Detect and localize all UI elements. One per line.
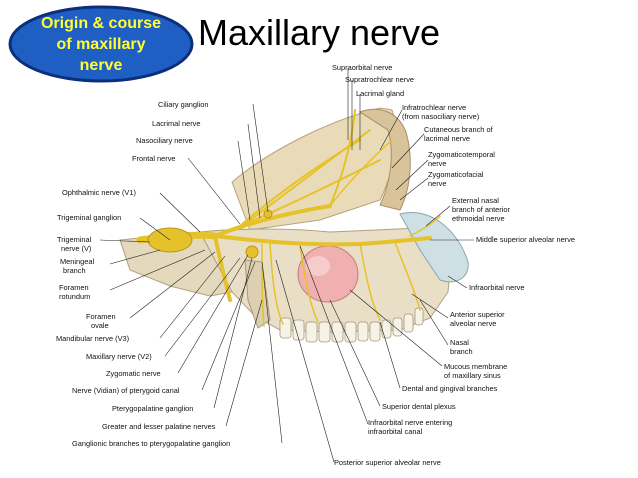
label-foramen-ovale-2: ovale xyxy=(91,321,109,330)
badge-ellipse xyxy=(8,5,194,83)
label-trigeminal-nerve-1: Trigeminal xyxy=(57,235,92,244)
label-middle-superior-alveolar: Middle superior alveolar nerve xyxy=(476,235,576,244)
label-pterygopalatine-ganglion: Pterygopalatine ganglion xyxy=(112,404,194,413)
label-supraorbital-nerve: Supraorbital nerve xyxy=(332,63,393,72)
badge-line-2: of maxillary xyxy=(56,35,146,53)
badge-text: Origin & course of maxillary nerve xyxy=(7,4,195,84)
leader-lines xyxy=(99,68,474,463)
label-nasal-branch-2: branch xyxy=(450,347,473,356)
label-superior-dental-plexus: Superior dental plexus xyxy=(382,402,456,411)
nose xyxy=(399,212,469,283)
label-posterior-superior-alveolar: Posterior superior alveolar nerve xyxy=(334,458,441,467)
label-trigeminal-nerve-2: nerve (V) xyxy=(61,244,92,253)
topic-badge: Origin & course of maxillary nerve xyxy=(7,4,195,84)
label-trigeminal-ganglion: Trigeminal ganglion xyxy=(57,213,122,222)
badge-line-3: nerve xyxy=(79,56,123,74)
label-meningeal-1: Meningeal xyxy=(60,257,95,266)
label-ext-nasal-3: ethmoidal nerve xyxy=(452,214,505,223)
upper-teeth xyxy=(279,307,424,343)
maxillary-sinus xyxy=(297,245,359,303)
badge-line-1: Origin & course xyxy=(40,14,162,32)
label-cutaneous-1: Cutaneous branch of xyxy=(424,125,493,134)
label-infratrochlear-1: Infratrochlear nerve xyxy=(402,103,467,112)
label-maxillary-nerve: Maxillary nerve (V2) xyxy=(86,352,152,361)
label-lacrimal-nerve: Lacrimal nerve xyxy=(152,119,201,128)
label-zygomaticotemporal-2: nerve xyxy=(428,159,447,168)
label-zygomaticofacial-1: Zygomaticofacial xyxy=(428,170,484,179)
label-mucous-membrane-2: of maxillary sinus xyxy=(444,371,501,380)
label-frontal-nerve: Frontal nerve xyxy=(132,154,176,163)
label-foramen-ovale-1: Foramen xyxy=(86,312,116,321)
label-cutaneous-2: lacrimal nerve xyxy=(424,134,471,143)
label-dental-gingival: Dental and gingival branches xyxy=(402,384,498,393)
label-nasociliary-nerve: Nasociliary nerve xyxy=(136,136,193,145)
label-zygomatic-nerve: Zygomatic nerve xyxy=(106,369,161,378)
label-nasal-branch-1: Nasal xyxy=(450,338,469,347)
label-infratrochlear-2: (from nasociliary nerve) xyxy=(402,112,480,121)
slide-title: Maxillary nerve xyxy=(198,12,441,53)
label-foramen-rotundum-1: Foramen xyxy=(59,283,89,292)
label-infraorbital-entering-1: Infraorbital nerve entering xyxy=(368,418,453,427)
label-zygomaticotemporal-1: Zygomaticotemporal xyxy=(428,150,495,159)
label-palatine-nerves: Greater and lesser palatine nerves xyxy=(102,422,216,431)
pterygopalatine-ganglion xyxy=(245,245,259,259)
label-infraorbital-entering-2: infraorbital canal xyxy=(368,427,423,436)
sinus-highlight xyxy=(306,256,330,276)
label-anterior-superior-2: alveolar nerve xyxy=(450,319,497,328)
label-meningeal-2: branch xyxy=(63,266,86,275)
label-ganglionic-branches: Ganglionic branches to pterygopalatine g… xyxy=(72,439,231,448)
label-ext-nasal-2: branch of anterior xyxy=(452,205,510,214)
label-mandibular-nerve: Mandibular nerve (V3) xyxy=(56,334,130,343)
label-ciliary-ganglion: Ciliary ganglion xyxy=(158,100,209,109)
label-lacrimal-gland: Lacrimal gland xyxy=(356,89,405,98)
label-zygomaticofacial-2: nerve xyxy=(428,179,447,188)
label-supratrochlear-nerve: Supratrochlear nerve xyxy=(345,75,415,84)
label-infraorbital-nerve: Infraorbital nerve xyxy=(469,283,525,292)
label-vidian-nerve: Nerve (Vidian) of pterygoid canal xyxy=(72,386,180,395)
label-foramen-rotundum-2: rotundum xyxy=(59,292,91,301)
label-mucous-membrane-1: Mucous membrane xyxy=(444,362,508,371)
label-ext-nasal-1: External nasal xyxy=(452,196,499,205)
label-ophthalmic-nerve: Ophthalmic nerve (V1) xyxy=(62,188,136,197)
frontal-bone xyxy=(358,108,411,211)
label-anterior-superior-1: Anterior superior xyxy=(450,310,505,319)
